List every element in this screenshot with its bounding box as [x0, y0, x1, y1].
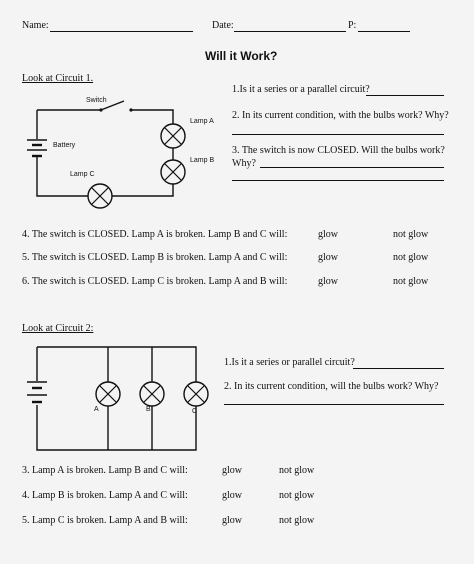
c1-question-3-why: Why? — [232, 158, 256, 169]
c1-row-6-text: 6. The switch is CLOSED. Lamp C is broke… — [22, 276, 288, 287]
battery-2-symbol — [27, 381, 47, 404]
c1-row-4-text: 4. The switch is CLOSED. Lamp A is broke… — [22, 229, 288, 240]
lamp-c-symbol — [87, 183, 113, 209]
lamp-c-label: Lamp C — [70, 171, 95, 178]
period-field-line[interactable] — [358, 31, 410, 32]
c2-answer-1-line[interactable] — [353, 368, 444, 369]
lamp-2c-symbol — [183, 381, 209, 407]
page-title: Will it Work? — [205, 49, 278, 63]
lamp-a-label: Lamp A — [190, 118, 214, 125]
c2-question-1: 1.Is it a series or parallel circuit? — [224, 357, 355, 368]
circuit1-heading: Look at Circuit 1. — [22, 73, 94, 84]
date-field-line[interactable] — [234, 31, 346, 32]
battery-symbol — [27, 139, 47, 158]
lamp-2a-symbol — [95, 381, 121, 407]
lamp-b-label: Lamp B — [190, 157, 215, 164]
c2-row-3-glow[interactable]: glow — [222, 465, 242, 476]
lamp-2a-label: A — [94, 406, 99, 413]
c1-row-4-not-glow[interactable]: not glow — [393, 229, 429, 240]
c2-row-5-not-glow[interactable]: not glow — [279, 515, 315, 526]
c2-row-3-not-glow[interactable]: not glow — [279, 465, 315, 476]
circuit2-heading: Look at Circuit 2: — [22, 323, 94, 334]
c1-row-4-glow[interactable]: glow — [318, 229, 338, 240]
switch-symbol — [99, 100, 133, 112]
c1-row-6-not-glow[interactable]: not glow — [393, 276, 429, 287]
c2-row-4-not-glow[interactable]: not glow — [279, 490, 315, 501]
c2-row-3-text: 3. Lamp A is broken. Lamp B and C will: — [22, 465, 188, 476]
period-label: P: — [348, 20, 357, 31]
c1-question-3: 3. The switch is now CLOSED. Will the bu… — [232, 145, 445, 156]
c1-answer-3b-line[interactable] — [232, 180, 444, 181]
switch-label: Switch — [86, 97, 107, 104]
date-label: Date: — [212, 20, 234, 31]
c2-row-4-glow[interactable]: glow — [222, 490, 242, 501]
name-label: Name: — [22, 20, 49, 31]
c2-row-5-text: 5. Lamp C is broken. Lamp A and B will: — [22, 515, 188, 526]
c1-question-2: 2. In its current condition, with the bu… — [232, 110, 449, 121]
c2-row-4-text: 4. Lamp B is broken. Lamp A and C will: — [22, 490, 188, 501]
c1-answer-1-line[interactable] — [366, 95, 444, 96]
lamp-b-symbol — [160, 159, 186, 185]
lamp-2b-label: B — [146, 406, 151, 413]
name-field-line[interactable] — [50, 31, 193, 32]
lamp-2c-label: C — [192, 408, 198, 415]
c1-row-5-not-glow[interactable]: not glow — [393, 252, 429, 263]
c2-question-2: 2. In its current condition, will the bu… — [224, 381, 439, 392]
c2-row-5-glow[interactable]: glow — [222, 515, 242, 526]
c1-row-5-text: 5. The switch is CLOSED. Lamp B is broke… — [22, 252, 288, 263]
battery-label: Battery — [53, 142, 76, 149]
c1-answer-2-line[interactable] — [232, 134, 444, 135]
c1-row-6-glow[interactable]: glow — [318, 276, 338, 287]
c2-answer-2-line[interactable] — [224, 404, 444, 405]
c1-row-5-glow[interactable]: glow — [318, 252, 338, 263]
lamp-2b-symbol — [139, 381, 165, 407]
lamp-a-symbol — [160, 123, 186, 149]
c1-answer-3-line[interactable] — [260, 167, 444, 168]
c1-question-1: 1.Is it a series or a parallel circuit? — [232, 84, 370, 95]
